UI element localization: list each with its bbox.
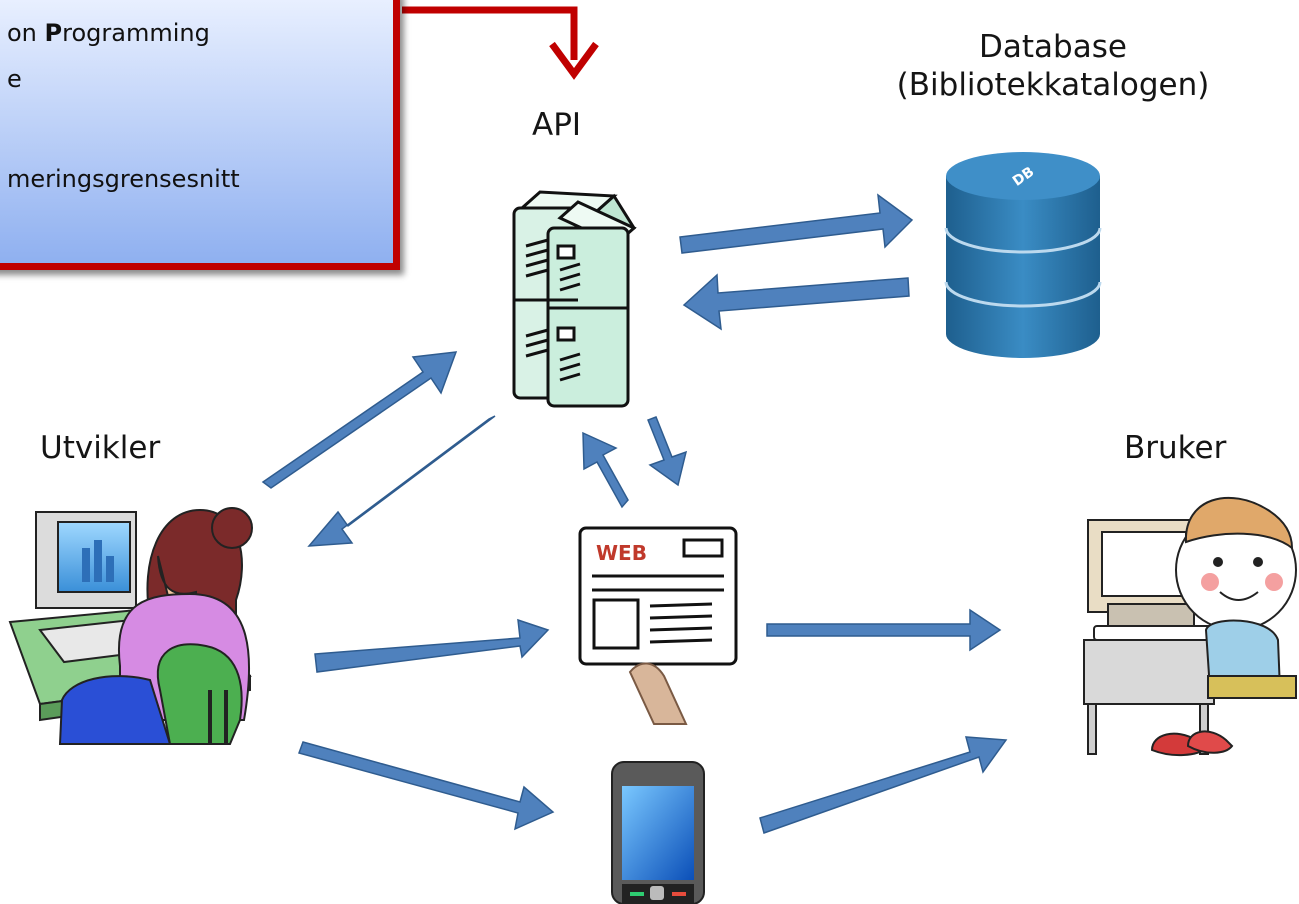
web-badge-text: WEB [596, 541, 647, 565]
database-name: Database [979, 29, 1127, 65]
arrows [261, 193, 1008, 834]
arrow-api-to-web [647, 416, 688, 487]
arrow-api-to-database [679, 193, 914, 254]
server-icon [512, 190, 637, 408]
smartphone-icon [611, 761, 705, 904]
callout-line-1-prefix: on [7, 19, 45, 47]
user-label: Bruker [1124, 430, 1227, 466]
arrow-database-to-api [682, 273, 910, 331]
callout-line-1-bold: P [44, 19, 63, 47]
api-label: API [532, 107, 582, 143]
arrow-phone-to-user [759, 736, 1008, 834]
database-label: Database (Bibliotekkatalogen) [838, 28, 1268, 104]
arrow-web-to-api [582, 431, 629, 509]
callout-connector [402, 6, 578, 60]
arrow-developer-to-web [314, 618, 550, 673]
callout-line-1-suffix: rogramming [62, 19, 210, 47]
web-page-icon: WEB [578, 526, 738, 725]
callout-line-1: on Programming [7, 19, 210, 47]
api-definition-callout: on Programming e meringsgrensesnitt [0, 0, 400, 270]
arrow-api-to-developer [307, 415, 496, 547]
arrow-developer-to-phone [298, 741, 555, 831]
database-detail: (Bibliotekkatalogen) [896, 67, 1210, 103]
child-at-computer-icon [1083, 496, 1297, 756]
database-icon: DB [944, 152, 1102, 358]
callout-line-3: meringsgrensesnitt [7, 165, 240, 193]
callout-line-2: e [7, 65, 22, 93]
arrow-developer-to-api [261, 351, 458, 489]
developer-at-computer-icon [8, 507, 253, 745]
callout-connector-head [549, 41, 599, 80]
arrow-web-to-user [766, 608, 1002, 652]
developer-label: Utvikler [40, 430, 161, 466]
